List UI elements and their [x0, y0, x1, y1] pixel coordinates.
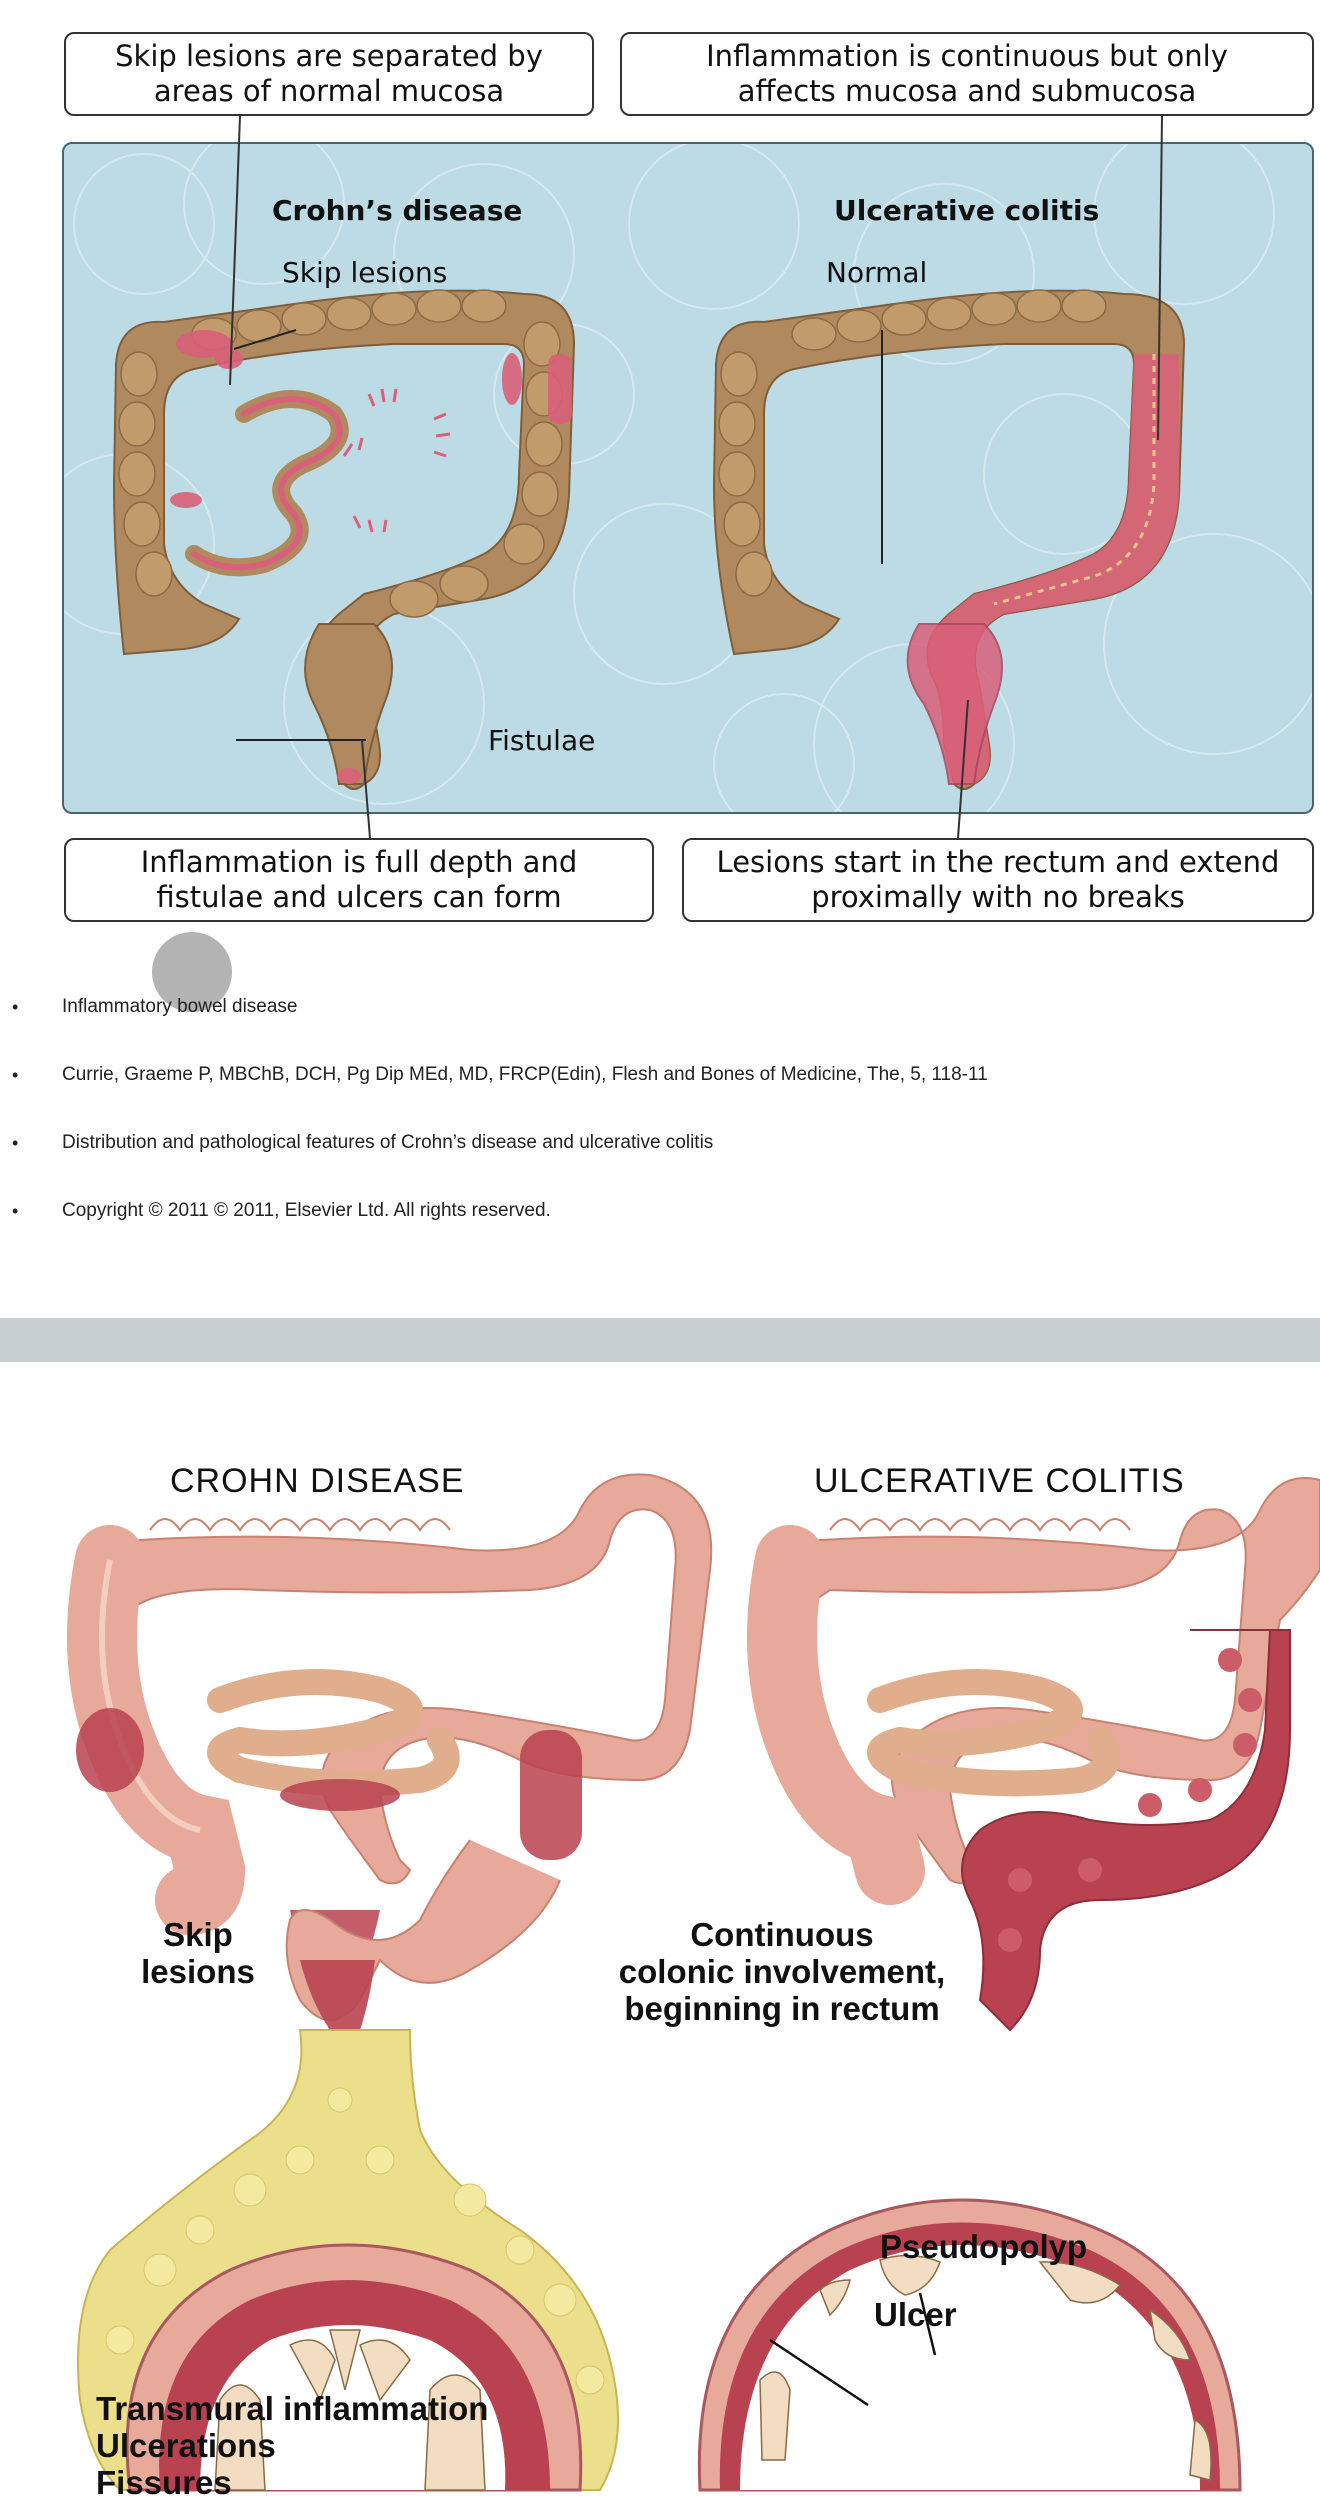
citation-text: Inflammatory bowel disease: [62, 996, 298, 1018]
skip-lesions-label: Skip lesions: [118, 1916, 278, 1990]
pseudopolyp-label: Pseudopolyp: [880, 2228, 1087, 2265]
transmural-inflammation-label: Transmural inflammation Ulcerations Fiss…: [96, 2390, 488, 2501]
callout-full-depth: Inflammation is full depth and fistulae …: [64, 838, 654, 922]
citation-text: Distribution and pathological features o…: [62, 1132, 713, 1154]
citation-text: Copyright © 2011 © 2011, Elsevier Ltd. A…: [62, 1200, 551, 1222]
callout-leader-lines: [0, 0, 1320, 960]
citation-item: •Distribution and pathological features …: [12, 1128, 1302, 1158]
continuous-involvement-label: Continuous colonic involvement, beginnin…: [572, 1916, 992, 2027]
citation-item: •Inflammatory bowel disease: [12, 992, 1302, 1022]
ulcer-label: Ulcer: [874, 2296, 957, 2333]
callout-rectum-proximal: Lesions start in the rectum and extend p…: [682, 838, 1314, 922]
citation-item: •Copyright © 2011 © 2011, Elsevier Ltd. …: [12, 1196, 1302, 1226]
citation-item: •Currie, Graeme P, MBChB, DCH, Pg Dip ME…: [12, 1060, 1302, 1090]
slide-separator: [0, 1318, 1320, 1362]
citation-text: Currie, Graeme P, MBChB, DCH, Pg Dip MEd…: [62, 1064, 988, 1086]
